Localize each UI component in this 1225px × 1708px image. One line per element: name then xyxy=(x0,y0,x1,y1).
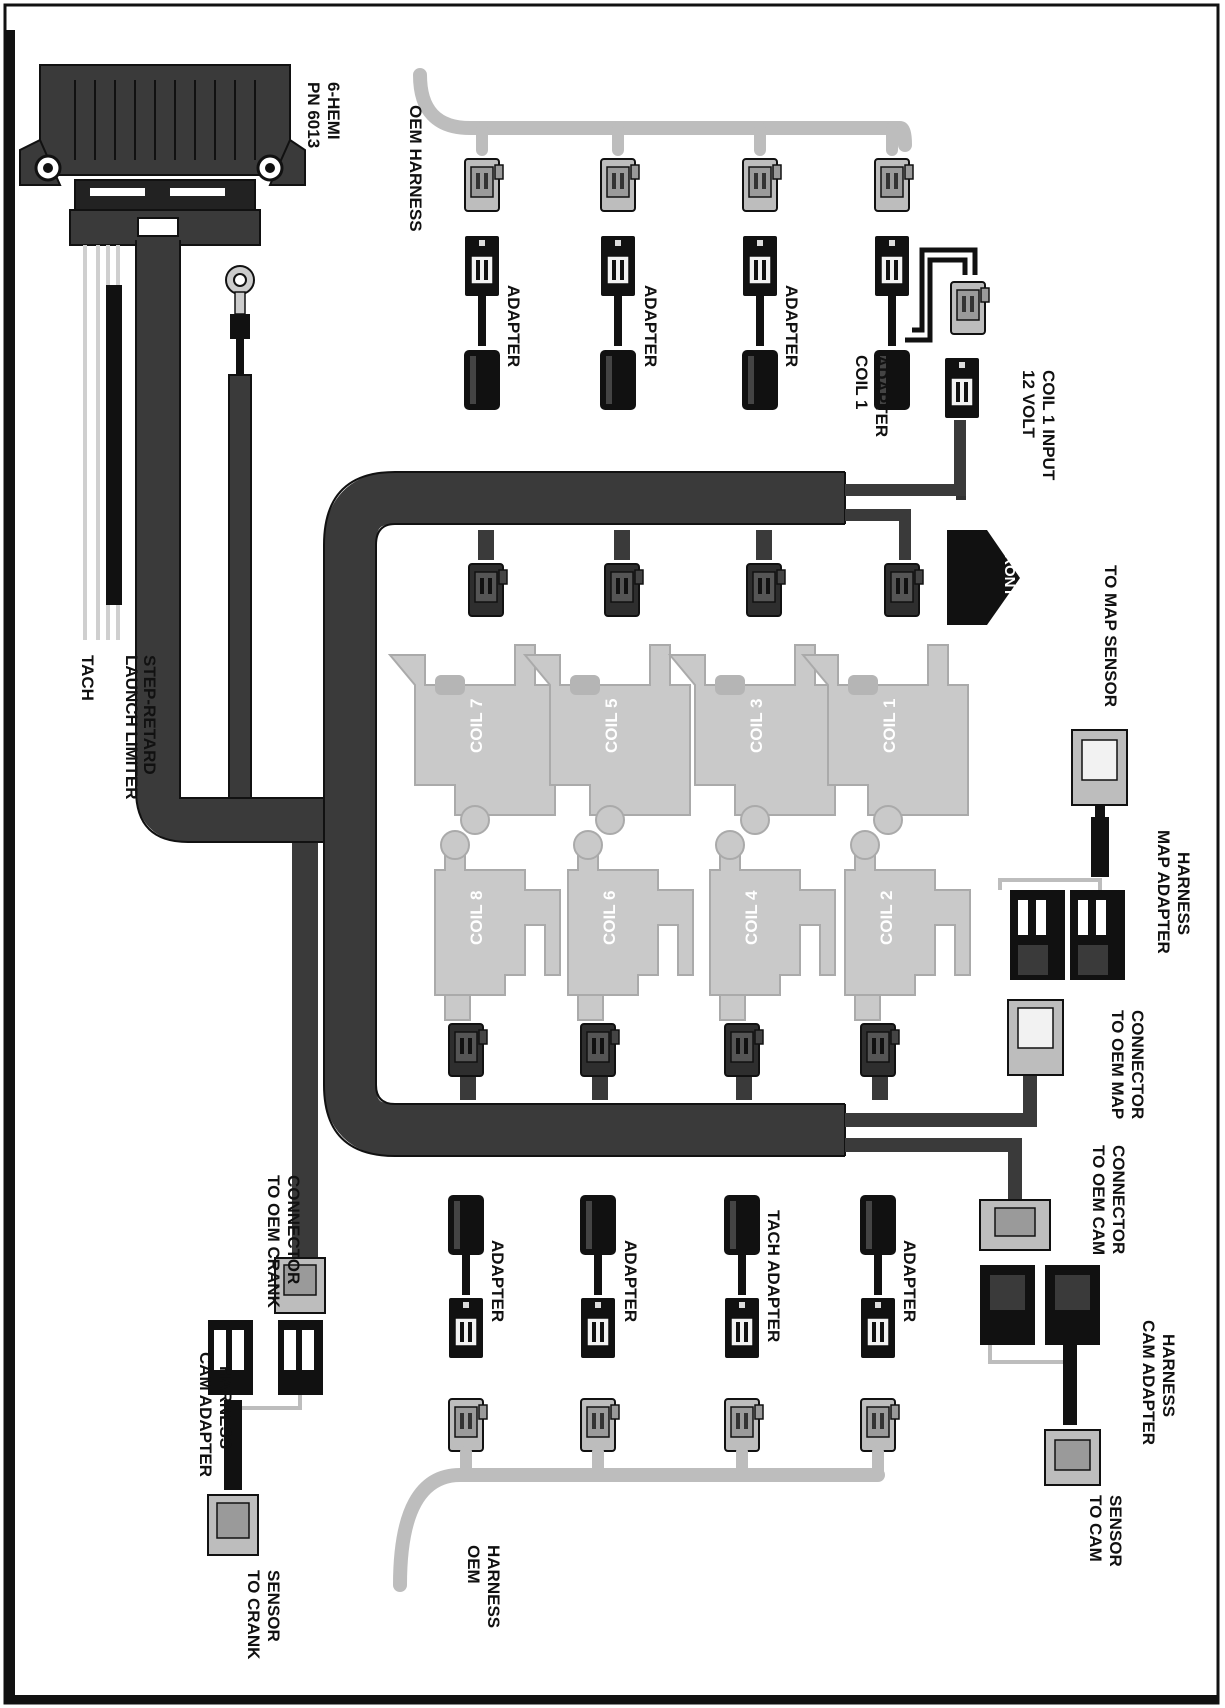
oem-harness-bottom xyxy=(393,1446,885,1592)
coil-4-label: COIL 4 xyxy=(742,890,761,945)
to-cam-sensor-line1: TO CAM xyxy=(1086,1495,1105,1562)
bottom-adapter-label-3: TACH ADAPTER xyxy=(764,1210,783,1342)
coils-top-row xyxy=(387,644,969,835)
top-adapter-label-1: ADAPTER xyxy=(504,285,523,367)
top-adapter-label-3: ADAPTER xyxy=(782,285,801,367)
cam-adapter-line1: CAM ADAPTER xyxy=(1139,1320,1158,1445)
step-retard-label: STEP-RETARD xyxy=(140,655,159,775)
cam-section xyxy=(979,1199,1101,1486)
map-adapter-line1: MAP ADAPTER xyxy=(1154,830,1173,954)
coil-7-label: COIL 7 xyxy=(467,699,486,753)
crank-cam-adapter-harness-label: CAM ADAPTER HARNESS xyxy=(196,1352,235,1477)
oem-harness-top-label: OEM HARNESS xyxy=(406,105,425,232)
oem-harness-bottom-line2: HARNESS xyxy=(484,1545,503,1628)
main-harness xyxy=(136,240,845,1280)
module-label: PN 6013 6-HEMI xyxy=(304,82,343,148)
coil-labels-top: COIL 7 COIL 5 COIL 3 COIL 1 xyxy=(467,699,899,753)
input-12v-line1: 12 VOLT xyxy=(1019,370,1038,438)
harness-tails xyxy=(845,420,1037,1200)
to-oem-cam-line1: TO OEM CAM xyxy=(1089,1145,1108,1255)
to-oem-map-line2: CONNECTOR xyxy=(1128,1010,1147,1119)
to-oem-cam-connector-label: TO OEM CAM CONNECTOR xyxy=(1089,1145,1128,1255)
coils-bottom-row xyxy=(434,830,971,1021)
front-of-engine-arrow xyxy=(947,530,1020,625)
top-coil-branches xyxy=(468,530,924,617)
to-map-sensor-label: TO MAP SENSOR xyxy=(1101,565,1120,707)
to-cam-sensor-line2: SENSOR xyxy=(1106,1495,1125,1567)
to-oem-crank-line1: TO OEM CRANK xyxy=(264,1175,283,1309)
bottom-adapter-labels: ADAPTER ADAPTER TACH ADAPTER ADAPTER xyxy=(488,1210,919,1342)
coil-3-label: COIL 3 xyxy=(747,699,766,753)
ground-ring-terminal xyxy=(225,265,255,826)
coil-labels-bottom: COIL 8 COIL 6 COIL 4 COIL 2 xyxy=(467,890,896,945)
map-adapter-line2: HARNESS xyxy=(1174,852,1193,935)
crank-cam-adapter-line2: HARNESS xyxy=(216,1366,235,1449)
to-oem-crank-connector-label: TO OEM CRANK CONNECTOR xyxy=(264,1175,303,1309)
page-edge-shadow xyxy=(5,30,15,1703)
ignition-module xyxy=(19,64,306,246)
coil1-adapter-line1: COIL 1 xyxy=(852,355,871,409)
input-12v-line2: COIL 1 INPUT xyxy=(1039,370,1058,481)
module-part-number: PN 6013 xyxy=(304,82,323,148)
main-harness-outline xyxy=(135,240,846,1157)
front-of-engine-label: FRONT OF ENGINE xyxy=(1001,545,1050,603)
crank-section xyxy=(207,1257,326,1556)
bottom-adapter-label-1: ADAPTER xyxy=(488,1240,507,1322)
to-map-sensor-text: TO MAP SENSOR xyxy=(1101,565,1120,707)
module-model: 6-HEMI xyxy=(324,82,343,140)
coil1-input-lead xyxy=(905,247,978,343)
front-of-engine-line1: FRONT xyxy=(1001,545,1018,597)
coil1-input-label: 12 VOLT COIL 1 INPUT xyxy=(1019,370,1058,481)
top-adapters xyxy=(464,235,910,410)
coil1-input-plug xyxy=(944,357,980,419)
map-section xyxy=(998,729,1128,1076)
crank-cam-adapter-line1: CAM ADAPTER xyxy=(196,1352,215,1477)
oem-harness-top-text: OEM HARNESS xyxy=(406,105,425,232)
oem-harness-bottom-line1: OEM xyxy=(464,1545,483,1584)
to-crank-sensor-line2: SENSOR xyxy=(264,1570,283,1642)
to-cam-sensor-label: TO CAM SENSOR xyxy=(1086,1495,1125,1567)
coil-6-label: COIL 6 xyxy=(600,891,619,945)
module-wires xyxy=(83,245,122,640)
page-bottom-shadow xyxy=(5,1695,1218,1703)
coil-2-label: COIL 2 xyxy=(877,891,896,945)
coil-8-label: COIL 8 xyxy=(467,891,486,945)
to-crank-sensor-line1: TO CRANK xyxy=(244,1570,263,1660)
front-of-engine-line2: OF xyxy=(1017,559,1034,580)
to-oem-map-line1: TO OEM MAP xyxy=(1108,1010,1127,1119)
bottom-adapter-label-4: ADAPTER xyxy=(900,1240,919,1322)
cam-adapter-harness-label: CAM ADAPTER HARNESS xyxy=(1139,1320,1178,1445)
oem-harness-bottom-label: OEM HARNESS xyxy=(464,1545,503,1628)
coil-5-label: COIL 5 xyxy=(602,699,621,753)
to-oem-map-connector-label: TO OEM MAP CONNECTOR xyxy=(1108,1010,1147,1119)
coil1-adapter-label: COIL 1 ADAPTER xyxy=(852,355,891,437)
wire-labels: TACH xyxy=(78,655,97,701)
bottom-adapter-label-2: ADAPTER xyxy=(621,1240,640,1322)
map-adapter-harness-label: MAP ADAPTER HARNESS xyxy=(1154,830,1193,954)
top-adapter-labels: ADAPTER ADAPTER ADAPTER xyxy=(504,285,801,367)
coil1-input-gray-connector xyxy=(950,281,990,335)
coil1-adapter-line2: ADAPTER xyxy=(872,355,891,437)
bottom-adapters xyxy=(448,1195,896,1359)
top-adapter-label-2: ADAPTER xyxy=(641,285,660,367)
oem-harness-top xyxy=(413,68,912,156)
front-of-engine-line3: ENGINE xyxy=(1033,545,1050,603)
to-oem-cam-line2: CONNECTOR xyxy=(1109,1145,1128,1254)
to-crank-sensor-label: TO CRANK SENSOR xyxy=(244,1570,283,1660)
launch-labels: LAUNCH LIMITER STEP-RETARD xyxy=(122,655,159,799)
bottom-coil-branches xyxy=(448,1023,900,1100)
to-oem-crank-line2: CONNECTOR xyxy=(284,1175,303,1284)
tach-wire-label: TACH xyxy=(78,655,97,701)
cam-adapter-line2: HARNESS xyxy=(1159,1334,1178,1417)
coil-1-label: COIL 1 xyxy=(880,699,899,753)
launch-limiter-label: LAUNCH LIMITER xyxy=(122,655,141,799)
